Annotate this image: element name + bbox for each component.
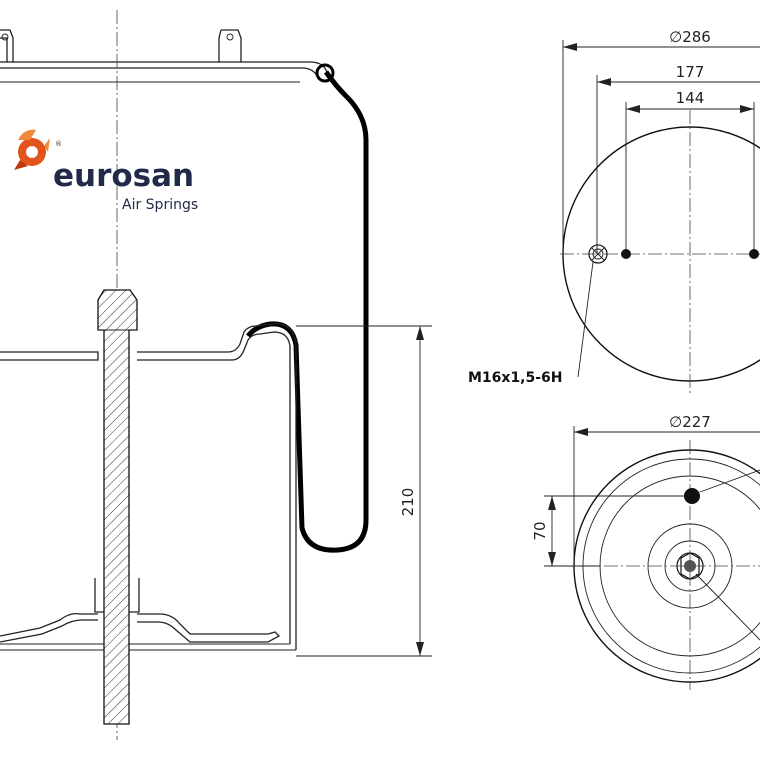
- top-diameter-label: ∅286: [669, 28, 711, 46]
- top-view: ∅286 177 144 M16x1,5-6H: [468, 28, 760, 395]
- bottom-offset-label: 70: [531, 521, 549, 540]
- brand-subtitle: Air Springs: [122, 197, 198, 213]
- top-pin-hole-left: [621, 249, 631, 259]
- bellows-membrane: [246, 70, 369, 553]
- brand-name: eurosan: [53, 158, 194, 194]
- top-stud-left: [0, 29, 14, 62]
- bottom-view: ∅227 70: [531, 413, 760, 690]
- brand-mark-icon: [14, 129, 50, 170]
- brand-logo: ® eurosan Air Springs: [14, 129, 198, 213]
- thread-spec-label: M16x1,5-6H: [468, 370, 563, 386]
- pin-spacing-label: 144: [676, 89, 705, 107]
- height-label: 210: [399, 488, 417, 517]
- height-dimension: 210: [296, 325, 432, 657]
- top-plate: [0, 61, 335, 83]
- registered-mark: ®: [55, 140, 62, 148]
- side-section-view: 210: [0, 10, 432, 740]
- top-stud-right: [218, 29, 242, 62]
- bolt-circle-label: 177: [676, 63, 705, 81]
- threaded-hole: [588, 244, 608, 264]
- air-inlet-hole: [684, 488, 700, 504]
- center-rod: [94, 289, 140, 725]
- top-pin-hole-right: [749, 249, 759, 259]
- piston: [0, 323, 297, 651]
- bottom-diameter-label: ∅227: [669, 413, 711, 431]
